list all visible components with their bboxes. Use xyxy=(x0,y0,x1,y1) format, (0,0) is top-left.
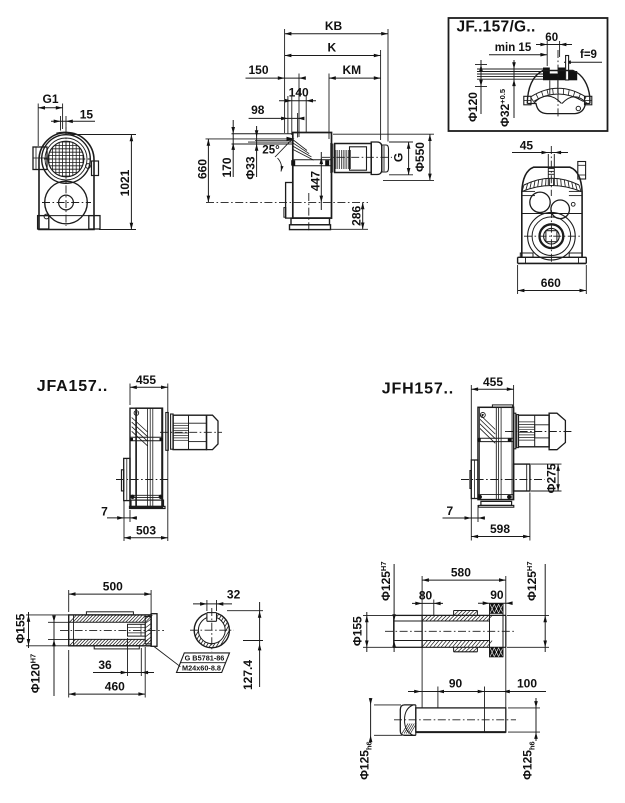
svg-text:Φ155: Φ155 xyxy=(14,613,28,643)
svg-text:598: 598 xyxy=(490,522,510,536)
svg-text:f=9: f=9 xyxy=(580,49,597,61)
svg-text:Φ120: Φ120 xyxy=(466,92,480,122)
svg-text:JFH157..: JFH157.. xyxy=(382,381,454,398)
svg-text:455: 455 xyxy=(483,375,503,389)
svg-text:Φ550: Φ550 xyxy=(413,142,427,172)
svg-text:KM: KM xyxy=(342,63,361,77)
svg-text:127.4: 127.4 xyxy=(241,660,255,690)
svg-text:660: 660 xyxy=(541,276,561,290)
svg-text:min 15: min 15 xyxy=(495,42,532,54)
svg-text:660: 660 xyxy=(195,159,209,179)
svg-text:32: 32 xyxy=(227,587,241,601)
svg-text:K: K xyxy=(327,41,336,55)
svg-text:503: 503 xyxy=(136,524,156,538)
svg-text:286: 286 xyxy=(350,205,364,225)
svg-text:98: 98 xyxy=(251,103,265,117)
svg-text:15: 15 xyxy=(80,107,94,121)
svg-text:80: 80 xyxy=(419,588,433,602)
svg-text:Φ125H7: Φ125H7 xyxy=(525,561,539,600)
svg-text:G: G xyxy=(392,153,406,162)
svg-text:G B5781-86: G B5781-86 xyxy=(185,653,225,662)
svg-text:90: 90 xyxy=(490,588,504,602)
svg-text:1021: 1021 xyxy=(118,169,132,196)
svg-text:M24x60-8.8: M24x60-8.8 xyxy=(182,663,221,672)
svg-text:500: 500 xyxy=(103,580,123,594)
svg-text:90: 90 xyxy=(449,677,463,691)
svg-text:460: 460 xyxy=(105,679,125,693)
svg-text:Φ125H7: Φ125H7 xyxy=(379,561,393,600)
svg-text:Φ155: Φ155 xyxy=(351,616,365,646)
svg-text:Φ275: Φ275 xyxy=(544,463,558,493)
svg-text:KB: KB xyxy=(325,19,343,33)
svg-text:100: 100 xyxy=(517,677,537,691)
svg-text:7: 7 xyxy=(446,504,453,518)
svg-text:Φ125h6: Φ125h6 xyxy=(358,741,374,780)
svg-text:G1: G1 xyxy=(42,92,58,106)
svg-text:25°: 25° xyxy=(262,145,280,157)
svg-text:7: 7 xyxy=(101,504,108,518)
svg-text:447: 447 xyxy=(308,171,322,191)
svg-text:170: 170 xyxy=(220,157,234,177)
svg-text:455: 455 xyxy=(136,373,156,387)
svg-text:580: 580 xyxy=(451,566,471,580)
svg-text:JFA157..: JFA157.. xyxy=(37,378,108,395)
svg-text:36: 36 xyxy=(98,658,112,672)
svg-text:150: 150 xyxy=(248,63,268,77)
svg-text:60: 60 xyxy=(545,32,558,44)
svg-text:Φ33: Φ33 xyxy=(243,156,257,180)
svg-text:Φ125h6: Φ125h6 xyxy=(520,741,536,780)
svg-text:45: 45 xyxy=(520,138,534,152)
svg-text:JF..157/G..: JF..157/G.. xyxy=(457,18,536,35)
svg-text:Φ120H7: Φ120H7 xyxy=(29,654,43,693)
